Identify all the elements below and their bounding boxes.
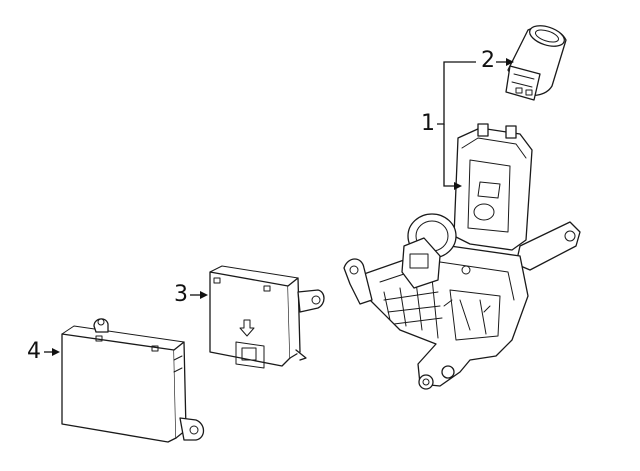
callout-1: 1 [421, 111, 435, 136]
leader-4 [44, 348, 60, 356]
leader-3-arrow [200, 291, 208, 299]
leader-4-arrow [52, 348, 60, 356]
leader-2-arrow [506, 58, 514, 66]
callout-3: 3 [174, 282, 188, 307]
leader-1-arrow [454, 182, 462, 190]
leader-3 [190, 291, 208, 299]
leader-2 [496, 58, 514, 66]
callout-2: 2 [481, 48, 495, 73]
part-2-connector [505, 25, 567, 101]
callout-4: 4 [27, 339, 41, 364]
part-4-module [61, 318, 205, 443]
part-1-housing [343, 123, 581, 390]
leader-1 [437, 61, 476, 190]
part-3-module [209, 265, 325, 369]
